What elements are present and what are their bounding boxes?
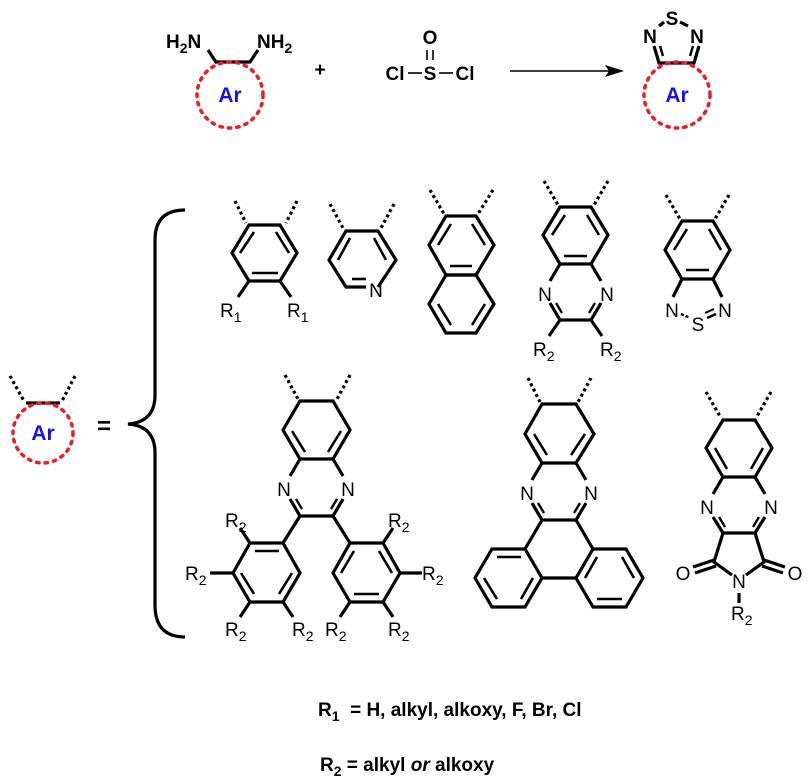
pqd-o-right-label: O bbox=[788, 564, 803, 585]
dbp-n-left-label: N bbox=[520, 484, 534, 505]
chlorine-right-label: Cl bbox=[456, 64, 475, 85]
dpq-r2: R2 bbox=[422, 564, 444, 588]
ar-definition: Ar = bbox=[8, 375, 111, 465]
legend-r2: R2 = alkyl or alkoxy bbox=[320, 755, 495, 779]
product-n-left-label: N bbox=[643, 27, 657, 48]
diamine-bonds bbox=[206, 49, 260, 64]
reaction-arrow bbox=[510, 65, 624, 77]
legend-r1: R1 = H, alkyl, alkoxy, F, Br, Cl bbox=[318, 700, 582, 724]
quinoxaline-n-left-label: N bbox=[538, 285, 552, 306]
substituent-legend: R1 = H, alkyl, alkoxy, F, Br, Cl R2 = al… bbox=[318, 700, 582, 779]
r1-right-label: R1 bbox=[287, 301, 309, 325]
definition-ar-label: Ar bbox=[31, 422, 54, 445]
btd-s-label: S bbox=[692, 315, 705, 336]
amine-left-label: H2N bbox=[166, 32, 201, 56]
plus-sign: + bbox=[314, 60, 325, 81]
quinoxaline-r2-right: R2 bbox=[600, 340, 622, 364]
quinoxaline-n-right-label: N bbox=[600, 285, 614, 306]
product-ar-label: Ar bbox=[665, 84, 688, 107]
reactant-diamine: H2N NH2 Ar bbox=[166, 32, 292, 130]
pqd-r2-label: R2 bbox=[731, 604, 753, 628]
pyridine-n-label: N bbox=[369, 281, 383, 302]
dpq-r2: R2 bbox=[292, 620, 314, 644]
dpq-r2: R2 bbox=[388, 620, 410, 644]
equals-sign: = bbox=[97, 413, 111, 440]
chlorine-left-label: Cl bbox=[386, 64, 405, 85]
amine-right-label: NH2 bbox=[257, 32, 292, 56]
dbp-n-right-label: N bbox=[584, 484, 598, 505]
btd-n-left-label: N bbox=[665, 301, 679, 322]
sulfur-label: S bbox=[424, 64, 437, 85]
structure-quinoxaline: N N R2 R2 bbox=[533, 180, 622, 364]
structure-pyrroloquinoxalinedione: N N O O N R2 bbox=[676, 391, 803, 628]
structure-pyridine: N bbox=[327, 203, 398, 302]
product-sulfur-label: S bbox=[666, 9, 679, 30]
pqd-n-imide-label: N bbox=[732, 572, 746, 593]
dpq-r2: R2 bbox=[225, 620, 247, 644]
pqd-n-right-label: N bbox=[764, 498, 778, 519]
dpq-r2: R2 bbox=[225, 511, 247, 535]
structure-naphthalene bbox=[427, 189, 496, 335]
pqd-o-left-label: O bbox=[676, 564, 691, 585]
structure-benzothiadiazole: N N S bbox=[663, 194, 732, 336]
ar-ring-dotted bbox=[195, 60, 265, 130]
curly-brace bbox=[127, 208, 186, 639]
dpq-r2: R2 bbox=[185, 564, 207, 588]
structure-benzene: R1 R1 bbox=[220, 200, 309, 325]
btd-n-right-label: N bbox=[718, 301, 732, 322]
product-n-right-label: N bbox=[690, 27, 704, 48]
quinoxaline-r2-left: R2 bbox=[533, 340, 555, 364]
dpq-r2: R2 bbox=[325, 620, 347, 644]
r1-left-label: R1 bbox=[220, 301, 242, 325]
product-thiadiazole: S N N Ar bbox=[642, 9, 712, 130]
oxygen-label: O bbox=[423, 28, 438, 49]
dpq-n-right-label: N bbox=[341, 480, 355, 501]
reagent-thionyl-chloride: O Cl S Cl bbox=[386, 28, 475, 85]
pqd-n-left-label: N bbox=[700, 498, 714, 519]
ar-label: Ar bbox=[218, 84, 241, 107]
dpq-r2: R2 bbox=[388, 511, 410, 535]
structure-dibenzophenazine: N N bbox=[473, 377, 645, 609]
structure-diphenylquinoxaline: N N R2 R2 R2 R2 R2 R2 R2 R2 bbox=[185, 374, 444, 644]
dpq-n-left-label: N bbox=[277, 480, 291, 501]
